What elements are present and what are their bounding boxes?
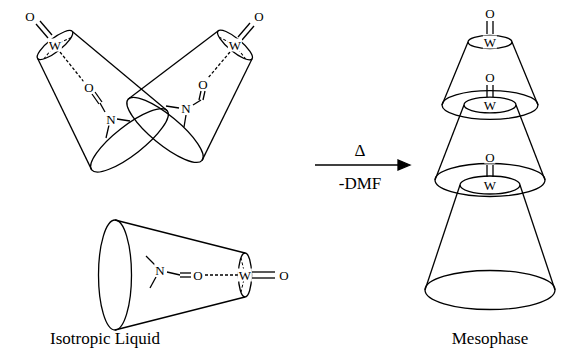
oxo-atom: O [484,151,495,164]
reaction-arrow [315,160,410,170]
metal-atom: W [483,36,497,49]
oxo-atom: O [278,269,289,282]
metal-atom: W [228,39,242,52]
phase-caption: Mesophase [451,330,529,347]
oxo-atom: O [253,10,264,23]
ligand-atom: N [154,264,165,277]
condition-label: Δ [354,142,367,159]
metal-atom: W [48,39,62,52]
cone-shape [13,10,176,181]
ligand-atom: N [105,113,116,126]
condition-label: -DMF [338,175,383,192]
cone-stack [425,21,555,310]
cone-shape [119,9,276,171]
ligand-atom: O [192,269,203,282]
phase-caption: Isotropic Liquid [49,330,161,347]
oxo-atom: O [24,10,35,23]
ligand-atom: N [180,102,191,115]
oxo-atom: O [484,7,495,20]
metal-atom: W [238,269,252,282]
metal-atom: W [483,179,497,192]
ligand-atom: O [197,78,208,91]
oxo-atom: O [484,71,495,84]
cone-shape [99,220,252,330]
ligand-atom: O [83,81,94,94]
metal-atom: W [483,99,497,112]
bond-lines [36,21,275,288]
